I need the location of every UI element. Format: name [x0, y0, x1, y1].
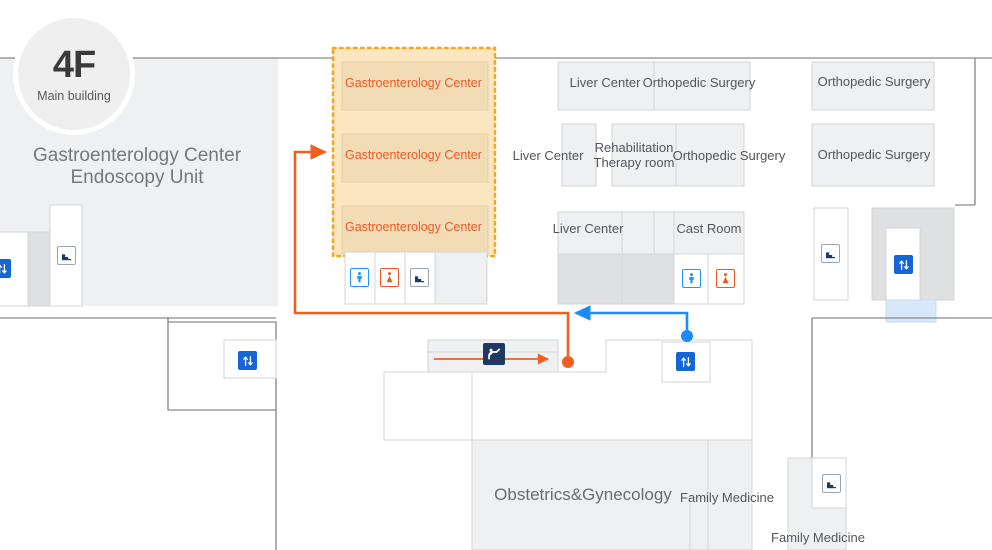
right-wing-rooms	[811, 61, 955, 323]
restroom-male-icon[interactable]	[682, 269, 701, 288]
escalator-route	[293, 144, 574, 368]
restroom-female-icon[interactable]	[716, 269, 735, 288]
elevator-icon[interactable]	[238, 351, 257, 370]
escalator-icon[interactable]	[483, 343, 505, 365]
elevator-icon[interactable]	[676, 352, 695, 371]
elevator-icon[interactable]	[894, 255, 913, 274]
stairs-icon[interactable]	[821, 244, 840, 263]
restroom-female-icon[interactable]	[380, 268, 399, 287]
elevator-icon[interactable]	[0, 259, 11, 278]
floor-badge: 4F Main building	[18, 18, 130, 130]
obstetrics-family-block	[471, 439, 847, 550]
building-name: Main building	[37, 88, 111, 103]
stairs-icon[interactable]	[822, 474, 841, 493]
stairs-icon[interactable]	[57, 246, 76, 265]
gastroenterology-highlight-zone[interactable]	[331, 46, 497, 258]
exterior-walls	[0, 57, 992, 206]
stairs-icon[interactable]	[410, 268, 429, 287]
middle-rooms	[557, 61, 751, 305]
left-wing-rooms	[0, 204, 83, 307]
restroom-male-icon[interactable]	[350, 268, 369, 287]
floor-number: 4F	[52, 43, 96, 86]
elevator-route	[573, 305, 693, 342]
